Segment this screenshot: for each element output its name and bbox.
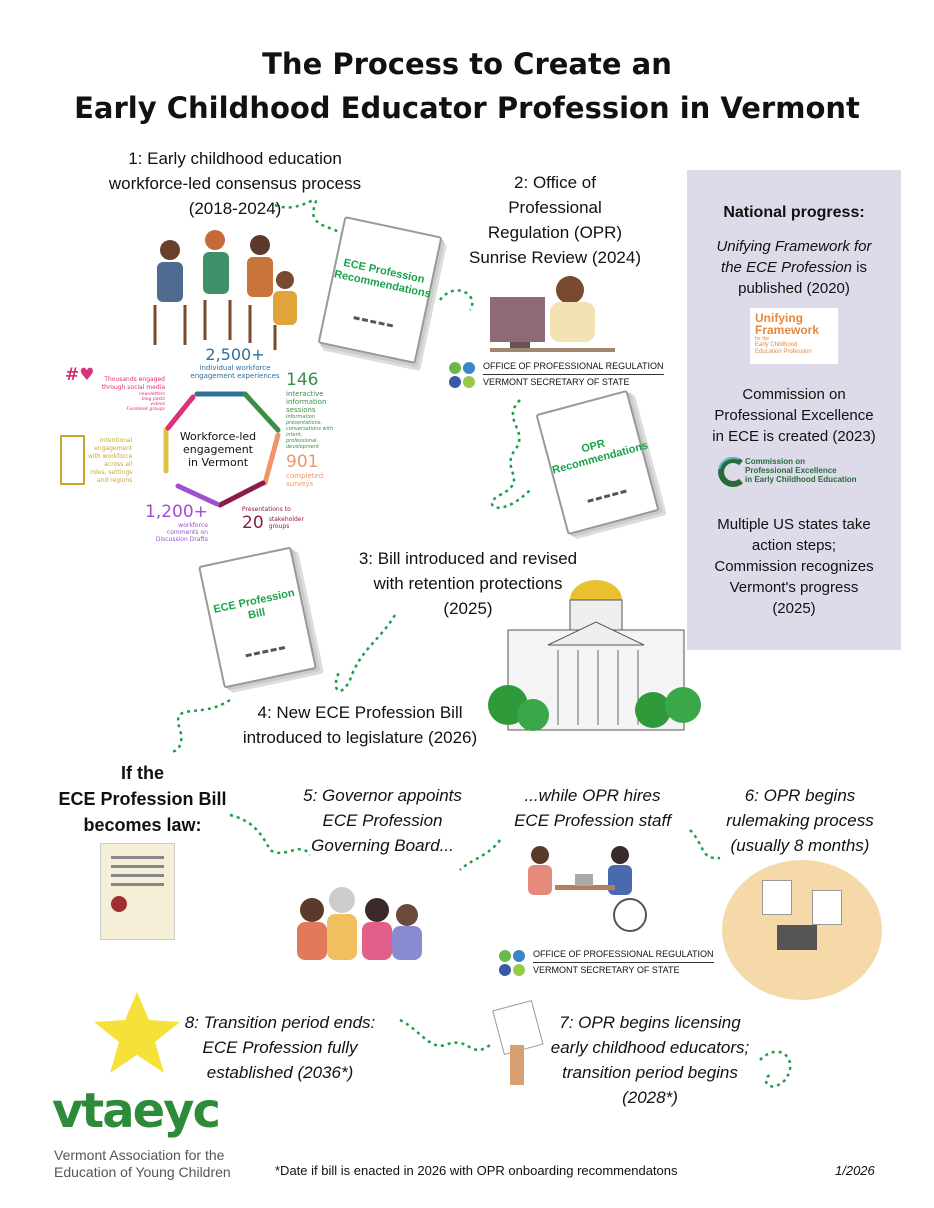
document-date: 1/2026	[835, 1163, 875, 1178]
governing-board-illustration	[282, 870, 442, 960]
national-heading: National progress:	[723, 204, 865, 221]
national-item-1: Unifying Framework for the ECE Professio…	[716, 238, 872, 297]
vtaeyc-logo: vtaeyc	[52, 1083, 221, 1139]
title-line: Early Childhood Educator Profession in V…	[74, 91, 860, 125]
opr-logo-mark	[449, 362, 475, 388]
opr-logo-line1: OFFICE OF PROFESSIONAL REGULATION	[483, 361, 664, 375]
opr-logo-2: OFFICE OF PROFESSIONAL REGULATION VERMON…	[497, 946, 714, 980]
opr-logo-mark	[499, 950, 525, 976]
national-progress-panel: National progress: Unifying Framework fo…	[687, 170, 901, 650]
certificate-icon	[100, 843, 175, 940]
hand-holding-license-icon	[492, 1000, 544, 1085]
title-line: The Process to Create an	[262, 47, 672, 81]
rulemaking-table-illustration	[722, 860, 882, 1000]
capitol-building-illustration	[488, 560, 703, 740]
step-8-text: 8: Transition period ends:ECE Profession…	[184, 1013, 376, 1082]
page-title: The Process to Create an Early Childhood …	[0, 42, 934, 130]
opr-logo-line1: OFFICE OF PROFESSIONAL REGULATION	[533, 949, 714, 963]
workforce-meeting-illustration	[135, 225, 305, 350]
vermont-map-icon	[60, 435, 85, 485]
star-icon	[94, 992, 180, 1073]
opr-hiring-illustration	[520, 840, 650, 935]
opr-logo-line2: VERMONT SECRETARY OF STATE	[533, 965, 680, 975]
footnote: *Date if bill is enacted in 2026 with OP…	[275, 1163, 678, 1178]
heptagon-ring: #♥	[65, 365, 281, 508]
svg-text:#♥: #♥	[65, 365, 94, 385]
commission-logo-mark	[718, 456, 743, 487]
opr-staff-illustration	[490, 272, 615, 352]
opr-logo: OFFICE OF PROFESSIONAL REGULATION VERMON…	[447, 358, 664, 392]
opr-logo-line2: VERMONT SECRETARY OF STATE	[483, 377, 630, 387]
